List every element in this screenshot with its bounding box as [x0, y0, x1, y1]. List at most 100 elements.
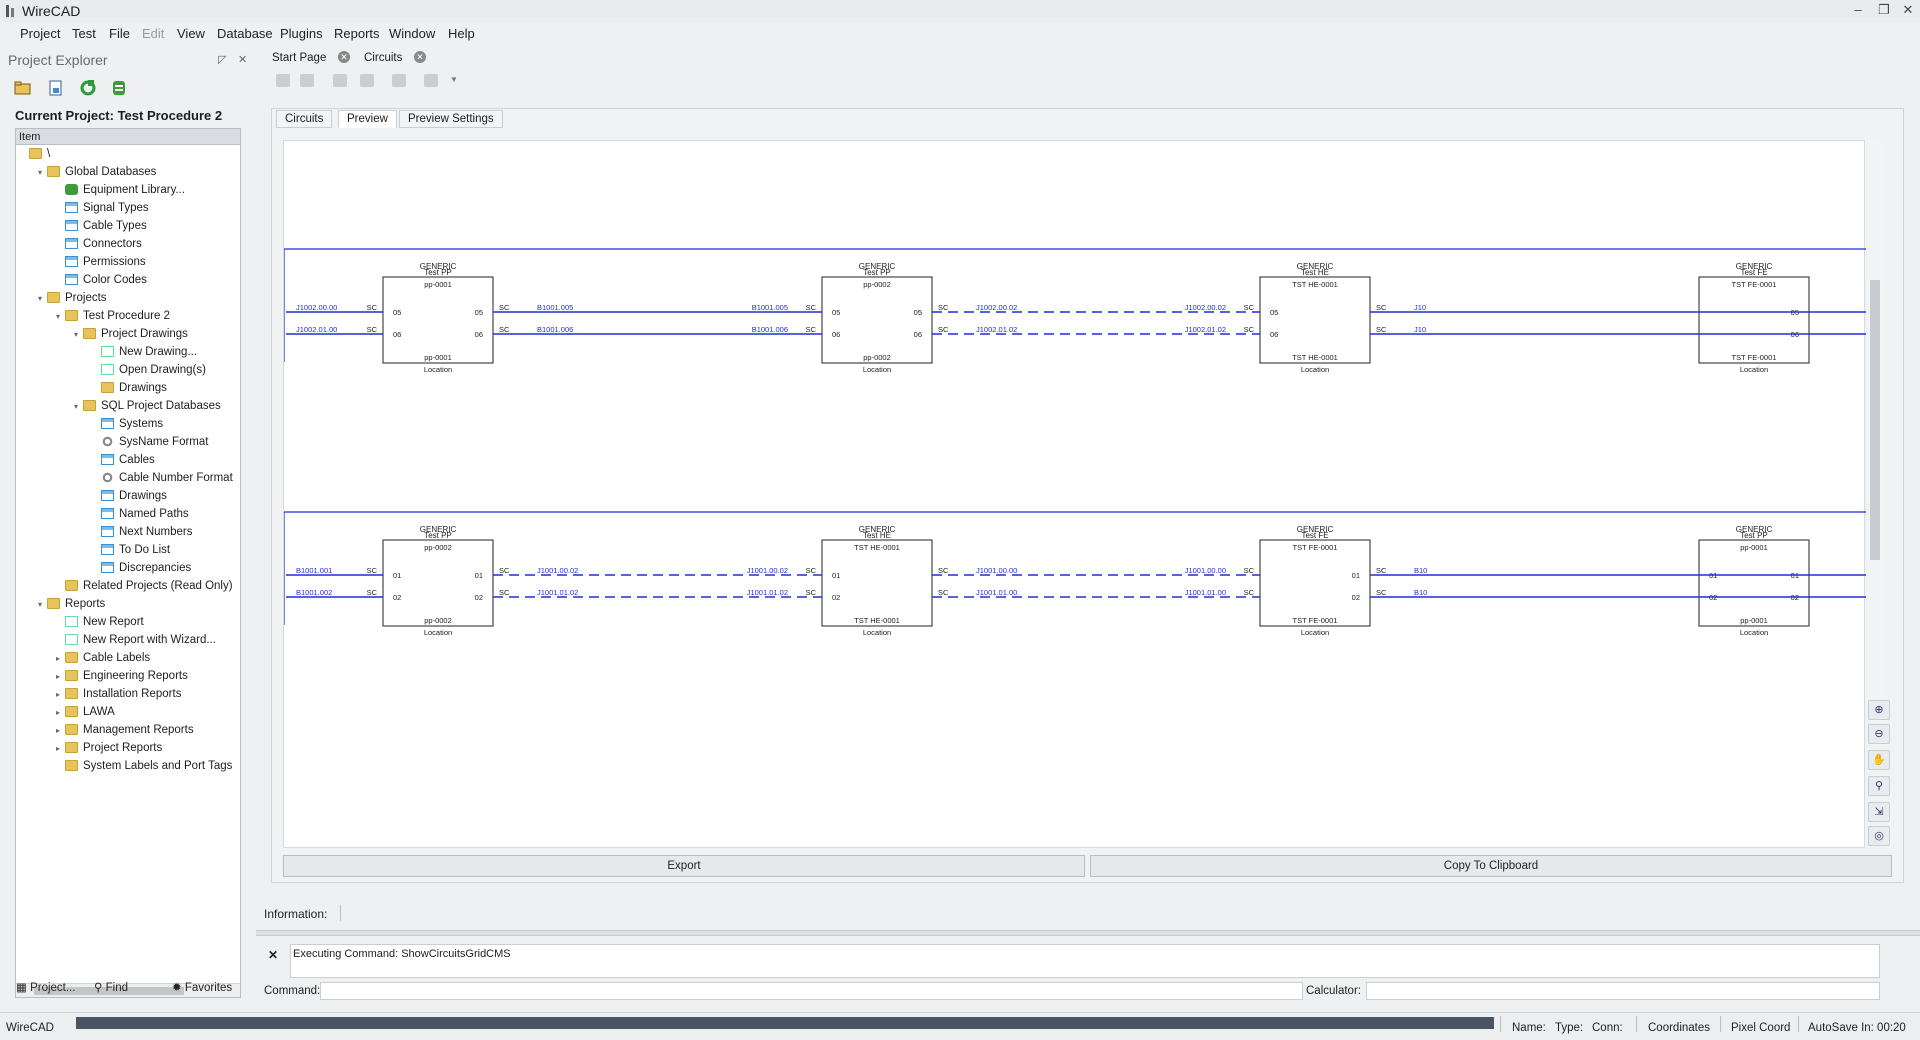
open-folder-icon[interactable]: [14, 80, 32, 96]
menu-help[interactable]: Help: [448, 26, 475, 41]
restore-icon[interactable]: ❐: [1878, 2, 1890, 17]
menu-reports[interactable]: Reports: [334, 26, 380, 41]
tab-preview-settings[interactable]: Preview Settings: [399, 110, 503, 128]
tree-item[interactable]: ▸Cable Labels: [56, 649, 150, 667]
tree-item[interactable]: ▸Installation Reports: [56, 685, 181, 703]
tree-expander-icon[interactable]: ▸: [56, 726, 61, 735]
menu-database[interactable]: Database: [217, 26, 273, 41]
tab-preview[interactable]: Preview: [338, 110, 397, 128]
close-start-page-icon[interactable]: ✕: [338, 51, 350, 63]
tree-item[interactable]: ▾Project Drawings: [74, 325, 188, 343]
tab-find[interactable]: ⚲ Find: [94, 982, 128, 994]
tree-item[interactable]: Equipment Library...: [56, 181, 185, 199]
tree-item[interactable]: ▸Engineering Reports: [56, 667, 188, 685]
tree-item[interactable]: ▾Reports: [38, 595, 105, 613]
tree-item[interactable]: Discrepancies: [92, 559, 191, 577]
close-circuits-icon[interactable]: ✕: [414, 51, 426, 63]
tree-item[interactable]: ▾Global Databases: [38, 163, 156, 181]
preview-vertical-scrollbar[interactable]: [1866, 140, 1884, 700]
tree-expander-icon[interactable]: ▸: [56, 654, 61, 663]
tree-expander-icon[interactable]: ▸: [56, 672, 61, 681]
tree-item[interactable]: System Labels and Port Tags: [56, 757, 232, 775]
tree-item[interactable]: New Report: [56, 613, 144, 631]
close-panel-icon[interactable]: ✕: [238, 54, 248, 66]
tab-circuits[interactable]: Circuits: [276, 110, 333, 128]
export-button[interactable]: Export: [283, 855, 1085, 877]
tree-expander-icon[interactable]: ▾: [56, 312, 61, 321]
print-icon[interactable]: [333, 74, 347, 87]
tree-expander-icon[interactable]: ▾: [38, 600, 43, 609]
tree-expander-icon[interactable]: ▸: [56, 690, 61, 699]
tree-item[interactable]: Drawings: [92, 379, 167, 397]
menu-test[interactable]: Test: [72, 26, 96, 41]
tree-item[interactable]: ▸LAWA: [56, 703, 115, 721]
tab-project[interactable]: ▦ Project...: [16, 982, 76, 994]
tree-item[interactable]: New Drawing...: [92, 343, 197, 361]
zoom-window-icon[interactable]: ⚲: [1868, 776, 1890, 796]
new-project-icon[interactable]: [47, 80, 65, 96]
command-input[interactable]: [320, 982, 1303, 1000]
zoom-extents-icon[interactable]: ⇲: [1868, 802, 1890, 822]
tree-expander-icon[interactable]: ▾: [38, 168, 43, 177]
database-icon[interactable]: [110, 80, 128, 96]
tree-expander-icon[interactable]: ▾: [74, 402, 79, 411]
menu-window[interactable]: Window: [389, 26, 436, 41]
new-icon[interactable]: [276, 74, 290, 87]
tree-item[interactable]: ▸Project Reports: [56, 739, 162, 757]
doc-tab-start-page[interactable]: Start Page: [272, 52, 327, 64]
tree-item[interactable]: Cables: [92, 451, 155, 469]
tree-item[interactable]: ▾SQL Project Databases: [74, 397, 221, 415]
tree-item[interactable]: New Report with Wizard...: [56, 631, 216, 649]
tree-expander-icon[interactable]: ▾: [38, 294, 43, 303]
undo-icon[interactable]: [360, 74, 374, 87]
menu-edit[interactable]: Edit: [142, 26, 165, 41]
tree-column-header[interactable]: Item: [16, 129, 240, 145]
doc-tab-circuits[interactable]: Circuits: [364, 52, 403, 64]
tree-expander-icon[interactable]: ▾: [74, 330, 79, 339]
menu-plugins[interactable]: Plugins: [280, 26, 323, 41]
tree-item[interactable]: ▾Test Procedure 2: [56, 307, 170, 325]
tree-item[interactable]: Cable Number Format: [92, 469, 233, 487]
copy-to-clipboard-button[interactable]: Copy To Clipboard: [1090, 855, 1892, 877]
tree-item[interactable]: \: [20, 145, 50, 163]
zoom-fit-icon[interactable]: ◎: [1868, 826, 1890, 846]
save-icon[interactable]: [300, 74, 314, 87]
delete-icon[interactable]: [392, 74, 406, 87]
tree-item[interactable]: Permissions: [56, 253, 146, 271]
menu-view[interactable]: View: [177, 26, 205, 41]
tree-item[interactable]: Next Numbers: [92, 523, 193, 541]
tree-item[interactable]: Named Paths: [92, 505, 189, 523]
pan-hand-icon[interactable]: ✋: [1868, 750, 1890, 770]
tree-expander-icon[interactable]: ▸: [56, 708, 61, 717]
tree-item[interactable]: ▾Projects: [38, 289, 107, 307]
close-icon[interactable]: ✕: [1902, 2, 1914, 17]
tree-item[interactable]: Color Codes: [56, 271, 147, 289]
tree-item[interactable]: Systems: [92, 415, 163, 433]
tree-item[interactable]: Connectors: [56, 235, 142, 253]
sync-icon[interactable]: [424, 74, 438, 87]
tree-item[interactable]: To Do List: [92, 541, 170, 559]
connector-sc-label: SC: [1244, 325, 1255, 334]
tree-item[interactable]: Related Projects (Read Only): [56, 577, 233, 595]
zoom-in-icon[interactable]: ⊕: [1868, 700, 1890, 720]
clear-output-icon[interactable]: ✕: [267, 948, 279, 962]
minimize-icon[interactable]: –: [1854, 2, 1862, 17]
tree-item[interactable]: Open Drawing(s): [92, 361, 206, 379]
tree-item[interactable]: SysName Format: [92, 433, 208, 451]
tree-item[interactable]: ▸Management Reports: [56, 721, 194, 739]
tree-item[interactable]: Signal Types: [56, 199, 149, 217]
tree-item[interactable]: Cable Types: [56, 217, 147, 235]
tree-horizontal-scrollbar[interactable]: [16, 983, 240, 997]
menu-project[interactable]: Project: [20, 26, 61, 41]
refresh-icon[interactable]: [79, 80, 97, 96]
menu-file[interactable]: File: [109, 26, 130, 41]
calculator-input[interactable]: [1366, 982, 1880, 1000]
tree-expander-icon[interactable]: ▸: [56, 744, 61, 753]
dropdown-chevron-icon[interactable]: ▼: [450, 75, 458, 84]
pin-icon[interactable]: ◸: [218, 54, 227, 66]
tab-favorites[interactable]: ✹ Favorites: [172, 982, 233, 994]
panel-splitter[interactable]: [256, 930, 1920, 936]
tree-item[interactable]: Drawings: [92, 487, 167, 505]
zoom-out-icon[interactable]: ⊖: [1868, 724, 1890, 744]
